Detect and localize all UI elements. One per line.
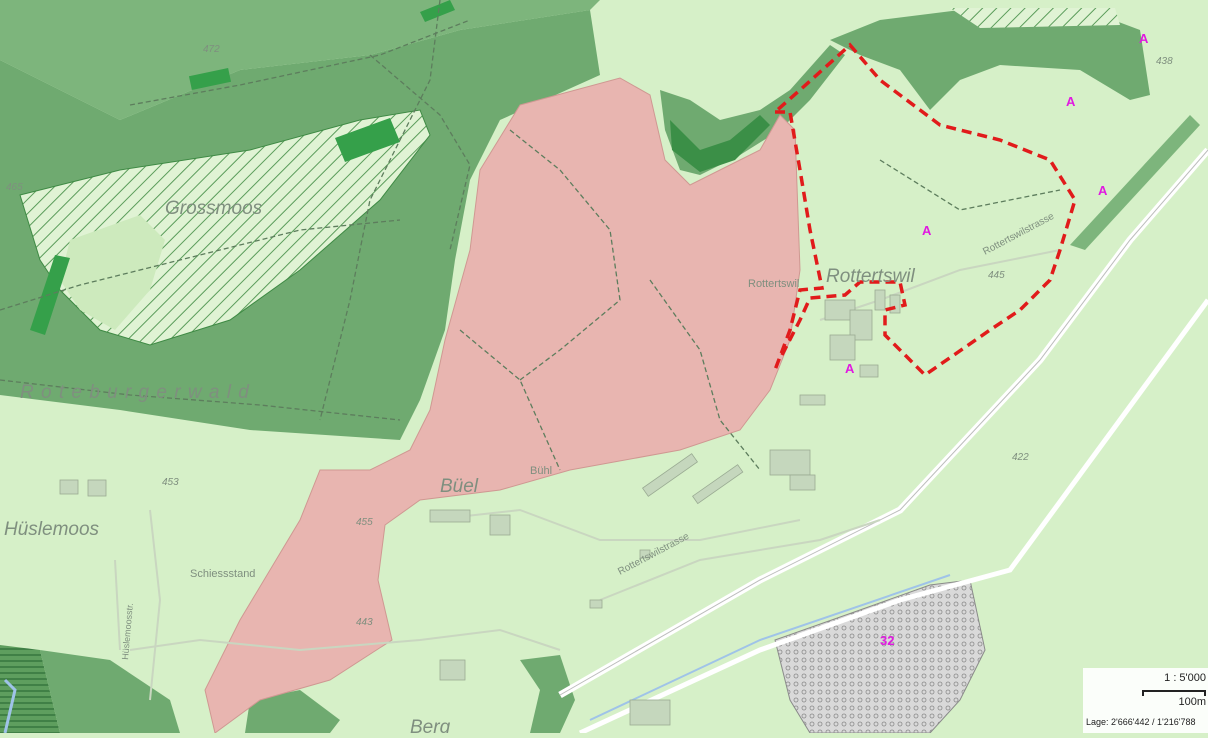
- scale-bar: [1142, 690, 1206, 696]
- highway-a-edge: [559, 149, 1208, 696]
- forest-south: [245, 690, 340, 733]
- elevation-422: 422: [1012, 452, 1029, 463]
- farm-tracks: [114, 249, 1061, 701]
- wetland-northeast: [950, 8, 1120, 28]
- buildings: [59, 289, 901, 726]
- forest-clearing: [60, 215, 165, 330]
- label-grossmoos: Grossmoos: [165, 198, 263, 219]
- label-schiessstand: Schiessstand: [190, 568, 255, 580]
- label-buel: Büel: [440, 476, 479, 497]
- forest-patch-1: [188, 67, 232, 91]
- road-south-east: [578, 298, 1208, 736]
- forest-patch-2: [335, 118, 400, 162]
- forest-north-band: [0, 0, 600, 120]
- marker-a[interactable]: A: [845, 361, 855, 376]
- forest-southwest-2: [40, 650, 180, 733]
- marker-a[interactable]: A: [922, 223, 932, 238]
- elevation-443: 443: [356, 617, 373, 628]
- forest-strip-east: [1070, 115, 1200, 250]
- label-berg: Berg: [410, 717, 451, 733]
- elevation-438: 438: [1156, 56, 1173, 67]
- elevation-465: 465: [6, 182, 23, 193]
- position-readout: Lage: 2'666'442 / 1'216'788: [1086, 717, 1196, 727]
- scale-length: 100m: [1178, 696, 1206, 708]
- boundary-red-dashed: [773, 42, 1077, 378]
- forest-tracks: [0, 0, 1061, 471]
- creek-west: [3, 678, 17, 734]
- elevation-472: 472: [203, 44, 220, 55]
- label-rottertswil-small: Rottertswil: [748, 278, 799, 290]
- forest-northeast: [830, 10, 1150, 110]
- label-rottertswil: Rottertswil: [826, 266, 915, 287]
- forest-creek-dark: [670, 115, 770, 172]
- zone-32-label[interactable]: 32: [880, 633, 894, 648]
- marker-a[interactable]: A: [1066, 94, 1076, 109]
- label-huslemoos: Hüslemoos: [4, 519, 100, 540]
- forest-southwest: [0, 645, 60, 733]
- elevation-455: 455: [356, 517, 373, 528]
- marker-a[interactable]: A: [1139, 31, 1149, 46]
- label-roteburgerwald: R o t e b u r g e r w a l d: [20, 382, 250, 403]
- scale-ratio: 1 : 5'000: [1164, 672, 1206, 684]
- label-buhl: Bühl: [530, 465, 552, 477]
- forest-south-2: [520, 655, 575, 733]
- forest-creek-strip: [660, 45, 845, 175]
- zone-red-buel: [204, 77, 801, 734]
- elevation-445: 445: [988, 270, 1005, 281]
- forest-patch-3: [420, 0, 455, 22]
- marker-a[interactable]: A: [1098, 183, 1108, 198]
- label-road-huslemoosstrasse: Hüslemoosstr.: [120, 602, 135, 660]
- creek-south: [589, 574, 951, 721]
- elevation-453: 453: [162, 477, 179, 488]
- scale-box: 1 : 5'000 100m Lage: 2'666'442 / 1'216'7…: [1083, 668, 1208, 733]
- zone-32: [774, 579, 986, 734]
